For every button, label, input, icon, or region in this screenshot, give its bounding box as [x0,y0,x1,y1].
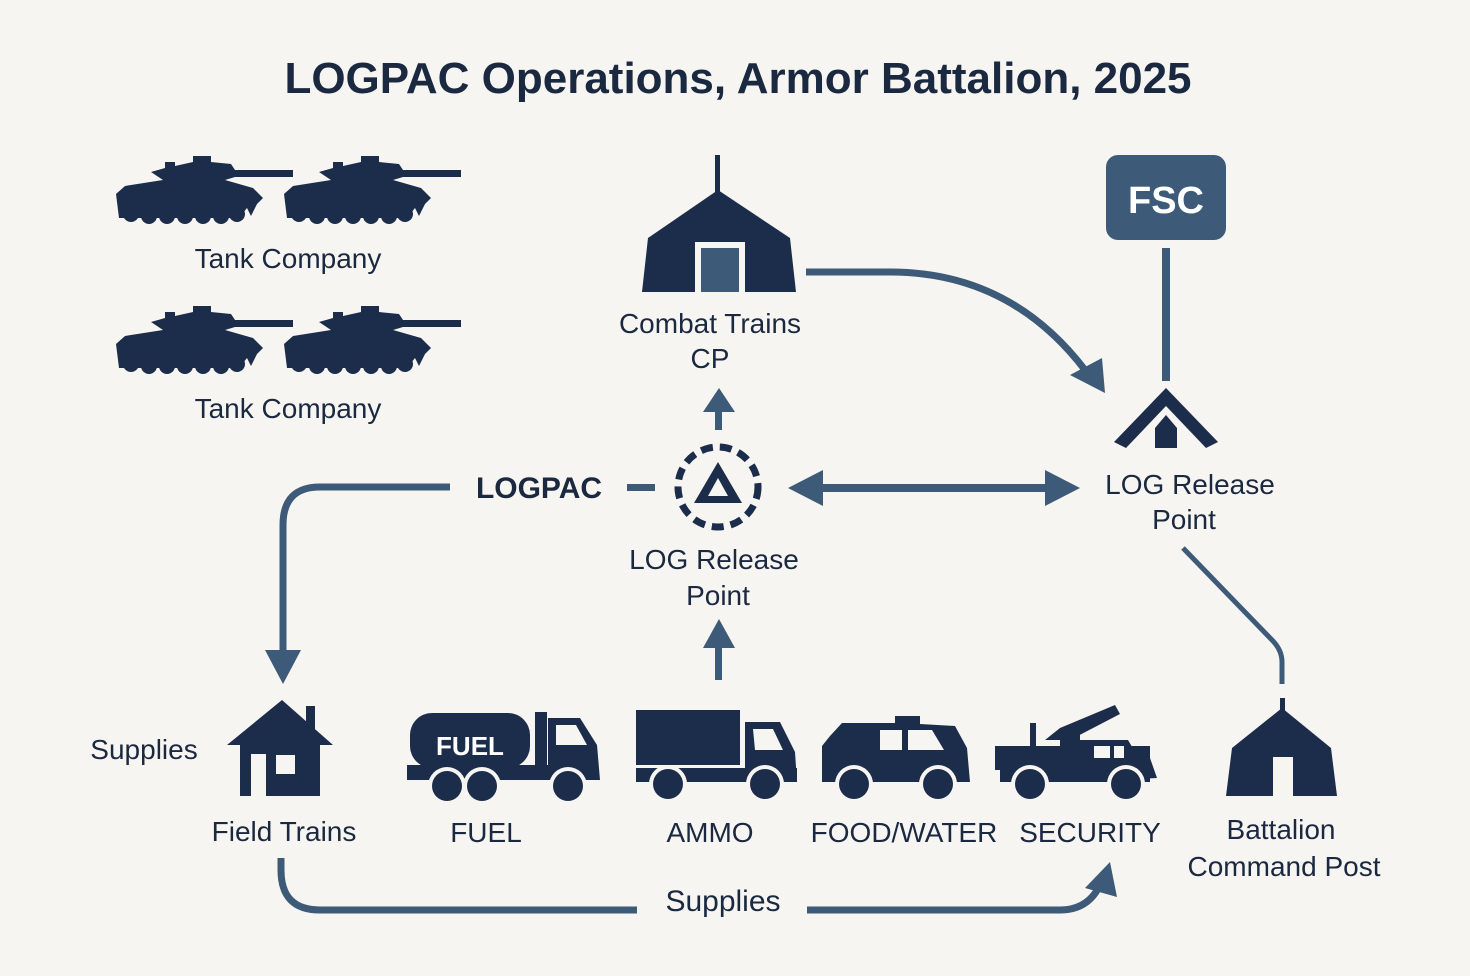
tent-icon [1226,698,1337,796]
fuel-vehicle: FUEL FUEL [407,712,600,848]
supplies-connector-right [807,883,1104,914]
gun-truck-icon [995,705,1157,803]
dashed-circle-icon [674,443,762,531]
security-vehicle: SECURITY [995,705,1161,848]
fsc-label: FSC [1128,180,1204,222]
double-arrow-connector [815,484,1055,492]
fuel-truck-icon: FUEL [407,712,600,805]
logpac-to-field-trains-connector [279,483,450,655]
supplies-flow-label: Supplies [665,885,780,918]
tank-icon [284,156,461,224]
arrow-head-icon [265,650,301,684]
diagram-title: LOGPAC Operations, Armor Battalion, 2025 [284,54,1191,103]
fuel-label: FUEL [450,817,522,848]
arrow-head-icon [703,388,735,412]
cargo-truck-icon [636,710,797,803]
field-trains: Supplies Field Trains [90,700,356,847]
log-release-right-label-1: LOG Release [1105,469,1275,500]
arrow-head-icon [1045,470,1080,506]
fsc-link [1162,248,1170,381]
combat-trains-label-2: CP [691,343,730,374]
tank-icon [116,306,293,374]
logpac-link [627,484,655,491]
log-release-center-label-2: Point [686,580,750,611]
tank-company-label: Tank Company [195,393,382,424]
fsc-node: FSC [1106,155,1226,240]
house-icon [227,700,333,796]
battalion-command-post: Battalion Command Post [1188,698,1381,882]
tent-icon [642,155,796,292]
combat-trains-to-release-connector [806,268,1088,373]
log-release-point-right: LOG Release Point [1105,388,1275,535]
food-water-vehicle: FOOD/WATER [811,716,998,848]
fsc-box [1106,155,1226,240]
tank-company-label: Tank Company [195,243,382,274]
release-point-icon [1114,388,1218,448]
fuel-tank-text: FUEL [436,731,504,761]
log-release-right-label-2: Point [1152,504,1216,535]
log-release-point-center: LOG Release Point [629,443,799,611]
tank-icon [116,156,293,224]
arrow-head-icon [788,470,823,506]
field-trains-label: Field Trains [212,816,357,847]
arrow-head-icon [1070,358,1105,393]
ammo-vehicle: AMMO [636,710,797,848]
ammo-label: AMMO [666,817,753,848]
logpac-label: LOGPAC [476,472,602,505]
battalion-label-2: Command Post [1188,851,1381,882]
security-label: SECURITY [1019,817,1161,848]
food-water-label: FOOD/WATER [811,817,998,848]
van-icon [822,716,970,803]
tank-icon [284,306,461,374]
release-to-battalion-connector [1181,546,1285,684]
arrow-head-icon [703,619,735,648]
arrow-to-log-release-center [715,640,722,680]
combat-trains-label-1: Combat Trains [619,308,801,339]
supplies-connector-left [277,858,637,914]
tank-company-1: Tank Company [116,156,461,274]
combat-trains-cp: Combat Trains CP [619,155,801,374]
arrow-head-icon [1085,862,1117,897]
tank-company-2: Tank Company [116,306,461,424]
arrow-to-combat-trains [715,410,722,430]
field-trains-supplies-label: Supplies [90,734,197,765]
log-release-center-label-1: LOG Release [629,544,799,575]
battalion-label-1: Battalion [1227,814,1336,845]
